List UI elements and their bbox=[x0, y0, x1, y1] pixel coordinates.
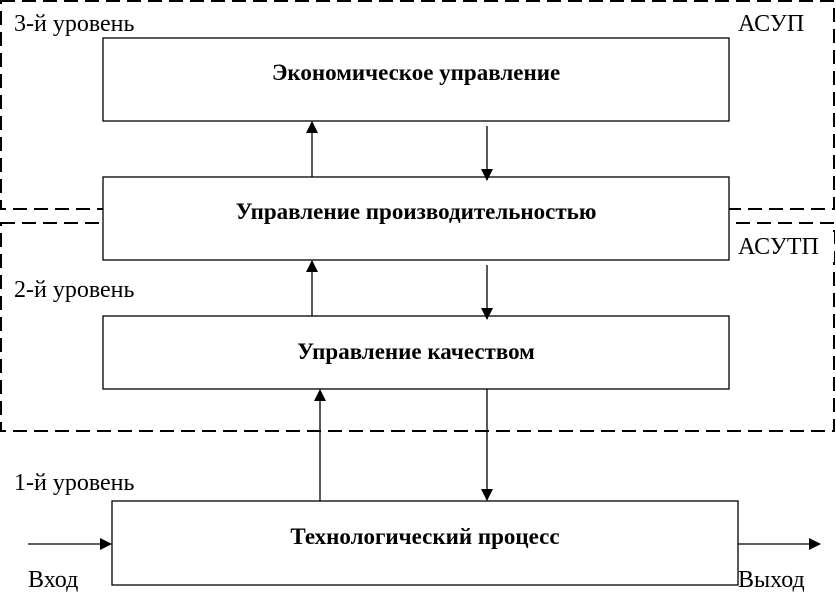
output-label: Выход bbox=[738, 567, 805, 593]
level-1-label: 1-й уровень bbox=[14, 470, 135, 496]
quality-block-label: Управление качеством bbox=[297, 339, 535, 364]
level-3-label: 3-й уровень bbox=[14, 11, 135, 37]
productivity-block-label: Управление производительностью bbox=[236, 199, 597, 224]
economic-block-label: Экономическое управление bbox=[272, 60, 560, 85]
asup-label: АСУП bbox=[738, 11, 804, 37]
economic-block: Экономическое управление bbox=[102, 37, 730, 122]
level-2-label: 2-й уровень bbox=[14, 277, 135, 303]
asutp-boundary bbox=[0, 222, 835, 432]
input-label: Вход bbox=[28, 567, 78, 593]
productivity-block: Управление производительностью bbox=[102, 176, 730, 261]
process-block-label: Технологический процесс bbox=[290, 524, 559, 549]
quality-block: Управление качеством bbox=[102, 315, 730, 390]
process-block: Технологический процесс bbox=[111, 500, 739, 586]
asutp-label: АСУТП bbox=[738, 234, 819, 260]
